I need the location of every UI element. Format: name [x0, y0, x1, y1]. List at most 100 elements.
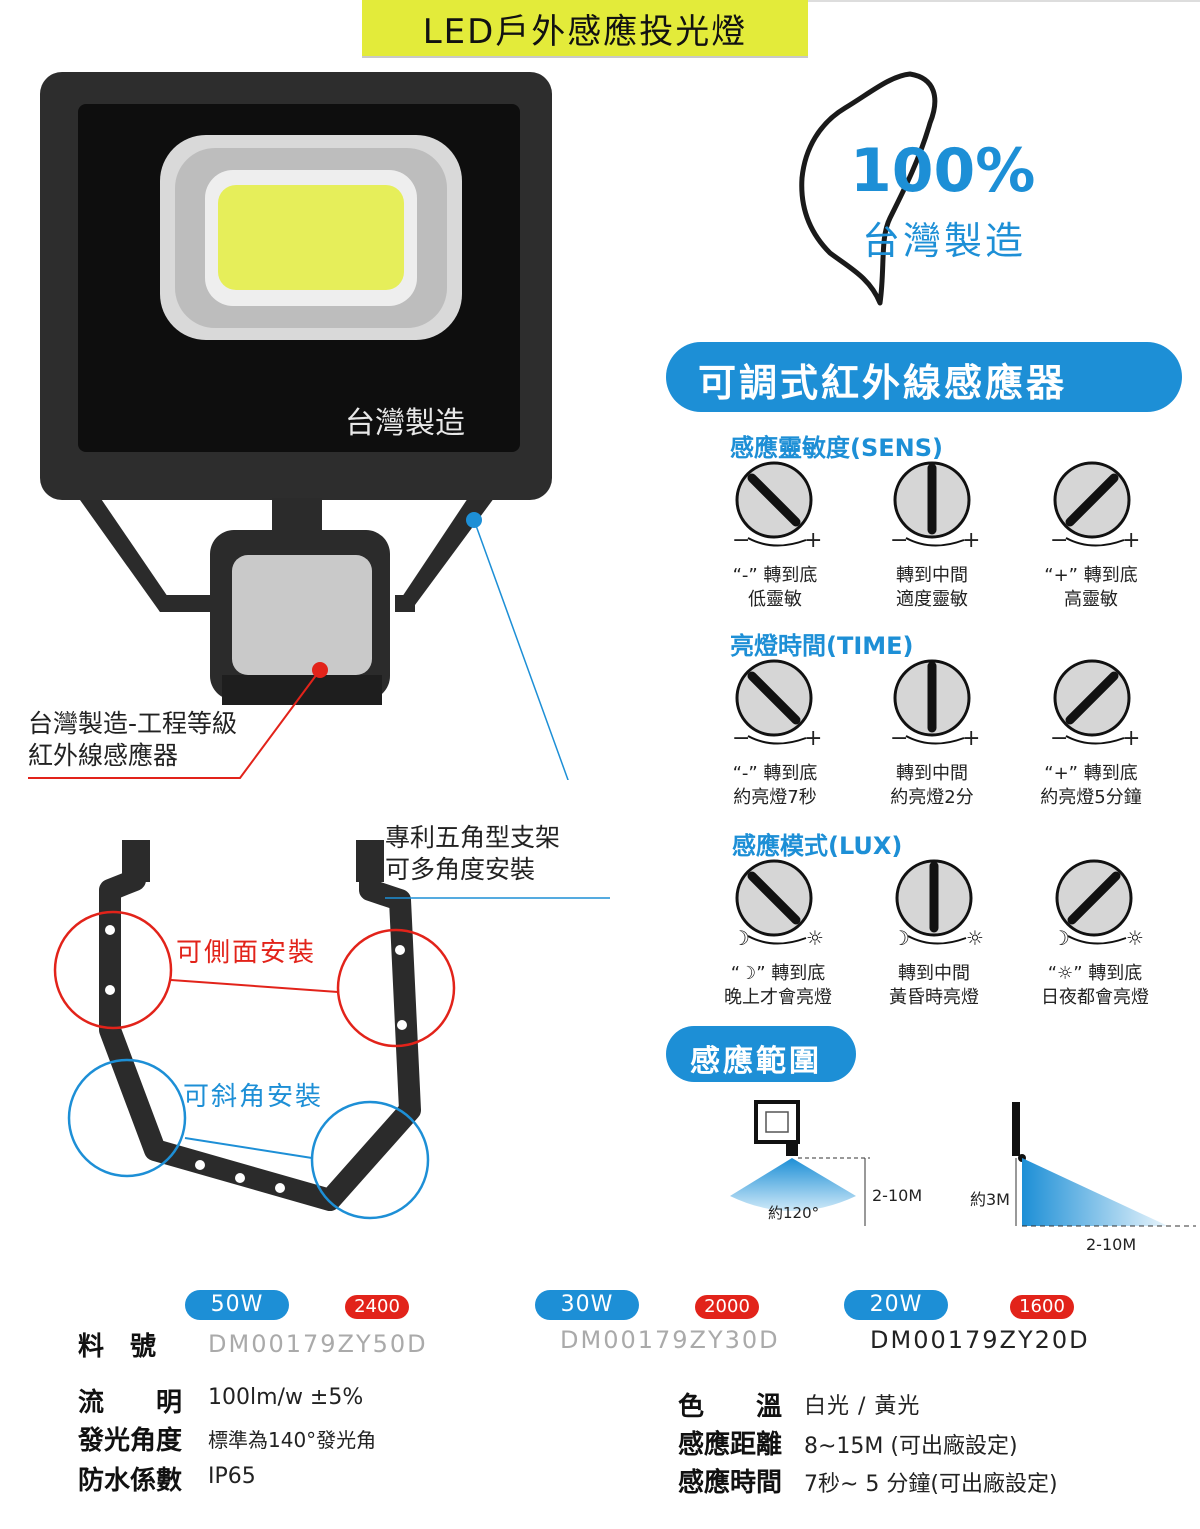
lux-moon-icon-1: ☽ [732, 926, 750, 950]
sens-caption-low-line2: 低靈敏 [748, 589, 802, 610]
lux-sun-icon-2: ☼ [966, 926, 984, 950]
lux-sun-icon-1: ☼ [806, 926, 824, 950]
sens-dial-high [1053, 461, 1131, 547]
sens-caption-high: “+” 轉到底 高靈敏 [1016, 564, 1166, 612]
time-dial-mid [893, 659, 971, 745]
time-dial-low [735, 659, 813, 745]
sens-minus-3: − [1050, 528, 1069, 553]
time-caption-high-line2: 約亮燈5分鐘 [1040, 787, 1142, 808]
sens-plus-3: + [1122, 528, 1141, 553]
lamp-made-in-label: 台灣製造 [345, 406, 465, 441]
lux-moon-icon-3: ☽ [1052, 926, 1070, 950]
range-height-label: 約3M [970, 1190, 1010, 1209]
bracket-image [53, 840, 610, 1220]
model-code-50w: DM00179ZY50D [208, 1330, 428, 1358]
model-20w-lumen-badge: 1600 [1010, 1295, 1074, 1319]
title-banner [362, 0, 808, 58]
beam-angle-label: 發光角度 [78, 1426, 183, 1456]
lux-dial-dusk [895, 859, 973, 945]
lux-caption-day-line2: 日夜都會亮燈 [1041, 987, 1149, 1008]
model-30w-badge: 30W [535, 1290, 639, 1320]
time-dials [735, 659, 1131, 745]
lux-moon-icon-2: ☽ [892, 926, 910, 950]
lux-caption-dusk-line2: 黃昏時亮燈 [889, 987, 979, 1008]
time-caption-low-line1: “-” 轉到底 [732, 763, 818, 784]
lux-sun-icon-3: ☼ [1126, 926, 1144, 950]
ip-rating-value: IP65 [208, 1464, 256, 1489]
taiwan-map-icon [799, 71, 938, 306]
sens-minus-2: − [890, 528, 909, 553]
lux-caption-night: “☽” 轉到底 晚上才會亮燈 [700, 962, 856, 1010]
model-50w-badge: 50W [185, 1290, 289, 1320]
bracket-callout-line1: 專利五角型支架 [385, 823, 561, 852]
floodlight-image [28, 72, 569, 780]
time-caption-low-line2: 約亮燈7秒 [733, 787, 817, 808]
sens-caption-low-line1: “-” 轉到底 [732, 565, 818, 586]
sens-plus-1: + [804, 528, 823, 553]
time-plus-3: + [1122, 726, 1141, 751]
time-plus-1: + [804, 726, 823, 751]
page-title: LED戶外感應投光燈 [422, 12, 748, 52]
sens-caption-high-line1: “+” 轉到底 [1044, 565, 1138, 586]
side-mount-label: 可側面安裝 [176, 938, 317, 968]
angle-mount-label: 可斜角安裝 [183, 1082, 324, 1112]
sens-caption-low: “-” 轉到底 低靈敏 [700, 564, 850, 612]
sensor-section-title: 可調式紅外線感應器 [698, 361, 1068, 405]
sensor-callout-line1: 台灣製造-工程等級 [28, 709, 238, 738]
range-distance2-label: 2-10M [1086, 1235, 1137, 1254]
range-section-title: 感應範圍 [690, 1044, 822, 1079]
lux-caption-night-line2: 晚上才會亮燈 [724, 987, 832, 1008]
range-section-header [666, 1026, 856, 1082]
sens-dials [735, 461, 1131, 547]
model-30w-lumen-badge: 2000 [695, 1295, 759, 1319]
bracket-callout-line2: 可多角度安裝 [385, 855, 536, 884]
top-divider [808, 0, 1200, 2]
sens-caption-high-line2: 高靈敏 [1064, 589, 1118, 610]
time-caption-mid-line2: 約亮燈2分 [890, 787, 974, 808]
sens-plus-2: + [962, 528, 981, 553]
sensing-time-label: 感應時間 [678, 1468, 783, 1498]
time-minus-1: − [732, 726, 751, 751]
sens-dial-low [735, 461, 813, 547]
time-caption-mid-line1: 轉到中間 [896, 763, 968, 784]
sens-caption-mid-line2: 適度靈敏 [896, 589, 968, 610]
flux-label: 流 明 [78, 1388, 183, 1418]
cct-label: 色 溫 [678, 1392, 783, 1422]
model-code-20w: DM00179ZY20D [870, 1326, 1090, 1354]
lux-caption-dusk: 轉到中間 黃昏時亮燈 [859, 962, 1009, 1010]
lux-caption-dusk-line1: 轉到中間 [898, 963, 970, 984]
sensing-time-value: 7秒~ 5 分鐘(可出廠設定) [804, 1472, 1058, 1497]
model-code-30w: DM00179ZY30D [560, 1326, 780, 1354]
time-minus-3: − [1050, 726, 1069, 751]
sensor-callout-line2: 紅外線感應器 [28, 741, 179, 770]
lux-dials [735, 859, 1133, 945]
lux-dial-day [1055, 859, 1133, 945]
sensing-distance-label: 感應距離 [678, 1430, 783, 1460]
flux-value: 100lm/w ±5% [208, 1385, 364, 1410]
sens-caption-mid: 轉到中間 適度靈敏 [857, 564, 1007, 612]
cct-value: 白光 / 黃光 [804, 1394, 921, 1419]
range-distance-label: 2-10M [872, 1186, 923, 1205]
sensing-distance-value: 8~15M (可出廠設定) [804, 1434, 1018, 1459]
model-label: 料 號 [78, 1332, 157, 1362]
time-caption-mid: 轉到中間 約亮燈2分 [857, 762, 1007, 810]
range-angle-label: 約120° [768, 1204, 820, 1222]
beam-angle-value: 標準為140°發光角 [208, 1428, 377, 1452]
lux-caption-night-line1: “☽” 轉到底 [730, 963, 826, 984]
time-dial-high [1053, 659, 1131, 745]
sens-dial-mid [893, 461, 971, 547]
time-title: 亮燈時間(TIME) [730, 632, 914, 660]
lux-dial-night [735, 859, 813, 945]
time-minus-2: − [890, 726, 909, 751]
lux-caption-day-line1: “☼” 轉到底 [1047, 963, 1143, 984]
model-20w-badge: 20W [844, 1290, 948, 1320]
sens-title: 感應靈敏度(SENS) [730, 434, 943, 462]
time-caption-low: “-” 轉到底 約亮燈7秒 [700, 762, 850, 810]
time-plus-2: + [962, 726, 981, 751]
lux-title: 感應模式(LUX) [732, 832, 903, 860]
ip-rating-label: 防水係數 [78, 1466, 183, 1496]
badge-percent: 100% [850, 136, 1036, 206]
badge-made-in: 台灣製造 [862, 219, 1027, 263]
lux-caption-day: “☼” 轉到底 日夜都會亮燈 [1012, 962, 1178, 1010]
sens-caption-mid-line1: 轉到中間 [896, 565, 968, 586]
